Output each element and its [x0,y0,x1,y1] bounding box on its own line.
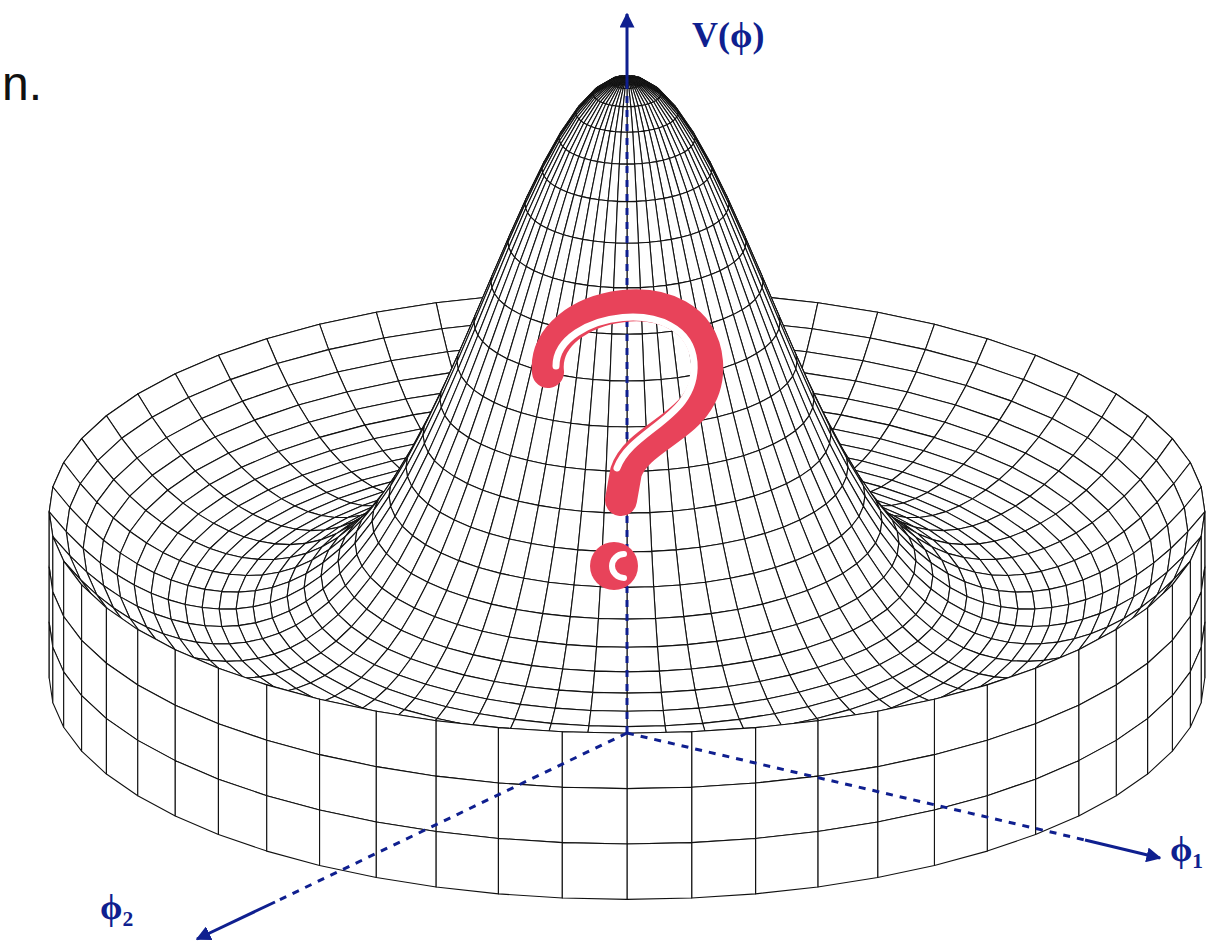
surface-patch [598,587,627,619]
surface-patch [638,242,653,287]
surface-patch [627,381,646,427]
surface-patch [582,470,606,513]
surface-patch [616,201,627,243]
surface-patch [563,645,597,672]
surface-patch [627,201,638,243]
surface-patch [1116,719,1147,796]
surface-patch [684,614,717,645]
surface-patch [601,242,616,287]
surface-patch [652,550,680,587]
surface-patch [1015,609,1034,627]
surface-patch [548,547,577,585]
surface-patch [589,710,627,726]
surface-patch [526,666,563,691]
surface-patch [616,78,627,87]
surface-patch [1190,647,1201,727]
surface-patch [570,585,600,618]
surface-patch [648,470,672,513]
surface-patch [554,509,582,550]
surface-patch [175,761,218,835]
surface-patch [593,671,627,693]
surface-patch [987,779,1035,851]
surface-patch [578,511,604,551]
surface-patch [551,708,590,726]
surface-patch [669,467,695,511]
surface-patch [627,587,656,619]
surface-patch [236,591,255,609]
surface-patch [642,333,661,381]
surface-patch [654,585,684,618]
surface-patch [591,692,627,711]
surface-patch [619,132,627,164]
surface-patch [661,690,699,710]
surface-patch [1079,740,1116,816]
surface-patch [219,592,238,609]
surface-patch [64,672,82,751]
surface-patch [1036,761,1079,835]
potential-surface [49,75,1205,899]
surface-patch [593,333,612,381]
surface-patch [267,796,320,866]
surface-patch [627,78,638,87]
surface-patch [219,609,238,627]
surface-patch [627,671,661,693]
surface-patch [627,132,635,164]
surface-patch [53,647,64,727]
surface-patch [663,708,702,726]
surface-patch [614,243,627,288]
surface-patch [672,509,700,550]
surface-patch [589,379,610,426]
surface-patch [657,645,691,672]
surface-patch [543,582,574,616]
surface-patch [1032,608,1052,627]
surface-patch [537,614,570,645]
surface-patch [1172,672,1190,751]
surface-patch [595,647,627,672]
surface-patch [597,618,627,647]
surface-patch [559,669,595,692]
surface-patch [627,710,665,726]
surface-patch [659,669,695,692]
surface-patch [106,719,137,796]
surface-patch [202,608,222,627]
surface-patch [999,591,1018,609]
surface-patch [627,243,640,288]
surface-patch [650,511,676,551]
surface-patch [627,647,659,672]
surface-patch [1032,589,1052,609]
surface-patch [676,547,705,585]
surface-patch [202,589,222,609]
surface-patch [680,582,711,616]
surface-patch [627,618,657,647]
surface-patch [608,381,627,427]
surface-patch [627,334,644,381]
surface-patch [82,696,107,774]
surface-patch [627,513,652,552]
surface-patch [532,641,567,669]
surface-patch [656,617,688,647]
surface-patch [1015,592,1034,609]
surface-patch [560,467,586,511]
surface-patch [691,666,728,691]
surface-patch [566,617,598,647]
surface-patch [555,690,593,710]
surface-patch [688,641,723,669]
surface-patch [610,334,627,381]
surface-patch [185,585,205,607]
surface-patch [138,740,175,816]
surface-patch [1148,696,1173,774]
surface-patch [218,779,266,851]
surface-patch [627,692,663,711]
surface-patch [1049,585,1069,607]
surface-patch [585,425,608,471]
